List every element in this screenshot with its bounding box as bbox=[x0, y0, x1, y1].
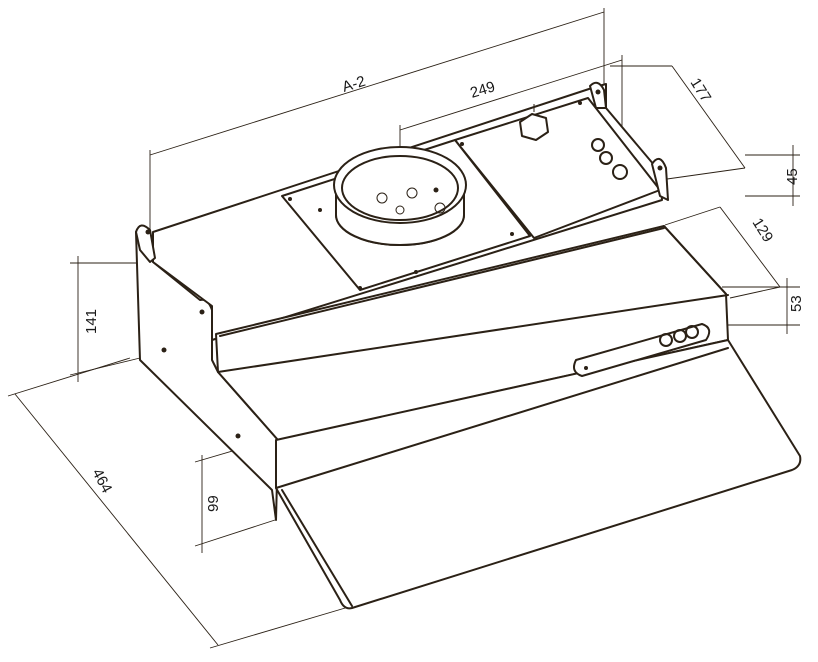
label-overall-width: A-2 bbox=[340, 73, 367, 96]
duct-collar bbox=[333, 146, 467, 246]
hood-body bbox=[135, 81, 802, 610]
label-overall-depth: 464 bbox=[88, 466, 115, 496]
label-visor-depth: 129 bbox=[749, 215, 777, 245]
label-back-height: 45 bbox=[784, 168, 801, 185]
label-visor-height: 53 bbox=[788, 295, 805, 312]
rear-fitting bbox=[145, 89, 663, 439]
label-front-height: 99 bbox=[205, 495, 222, 512]
label-duct-offset: 249 bbox=[468, 78, 497, 102]
label-depth-back: 177 bbox=[687, 75, 715, 105]
label-side-height: 141 bbox=[83, 309, 100, 334]
